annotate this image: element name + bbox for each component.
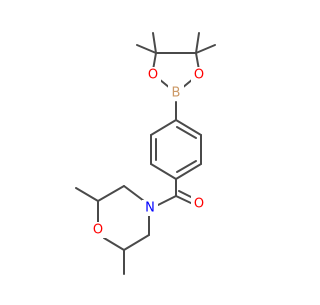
bond-ar-3 (175, 163, 202, 180)
bond-methyl-4 (195, 44, 216, 54)
structure-canvas: B O O O N O (75, 32, 216, 275)
bond-ch2-chme-upper (97, 185, 125, 202)
bond-n-ch2-upper (123, 185, 145, 202)
bond-ar-1 (175, 119, 202, 136)
bond-carbonyl-n (157, 195, 177, 206)
bond-chme-ch2-lower (123, 234, 150, 251)
bond-ar-inner-1 (176, 126, 197, 139)
bond-methyl-3 (195, 32, 200, 54)
atom-boron: B (172, 86, 181, 101)
bond-methyl-2 (152, 32, 157, 54)
atom-morpholine-oxygen: O (93, 223, 103, 238)
atom-oxygen-left: O (148, 68, 158, 83)
bond-ar-4 (150, 163, 177, 180)
atom-carbonyl-oxygen: O (194, 197, 204, 212)
bond-ar-inner-2 (176, 160, 197, 173)
bond-methyl-upper (75, 187, 99, 202)
bond-carbonyl-o-a (175, 195, 194, 205)
bond-methyl-1 (136, 44, 157, 54)
bond-ar-6 (150, 119, 177, 136)
bond-o-chme-lower (103, 237, 125, 251)
molecule-diagram: B O O O N O (75, 32, 216, 275)
atom-oxygen-right: O (194, 68, 204, 83)
atom-morpholine-nitrogen: N (145, 201, 155, 216)
